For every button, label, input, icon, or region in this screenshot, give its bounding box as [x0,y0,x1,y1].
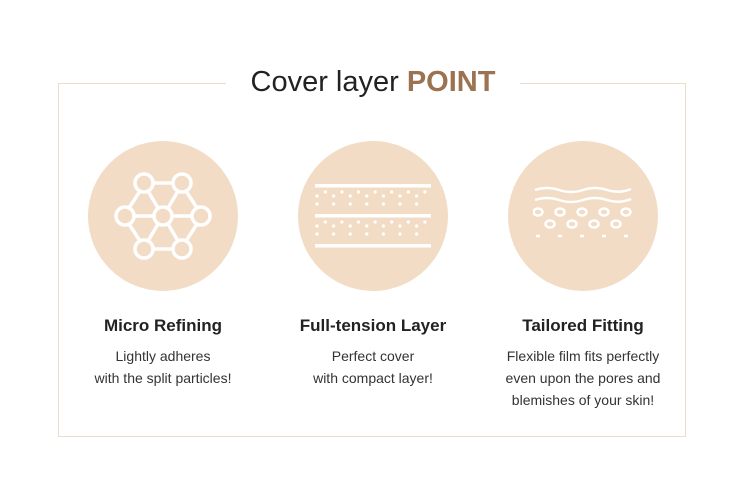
particle-dot [323,220,327,224]
feature-description: Perfect cover with compact layer! [313,348,433,386]
feature-icon-circle [88,141,238,291]
feature-micro-refining: Micro Refining Lightly adheres with the … [58,141,268,389]
pore [588,219,600,229]
feature-icon-circle [298,141,448,291]
particle-dot [398,194,402,198]
particle-dot [423,220,427,224]
particle-dot [315,224,319,228]
particle-dot [323,190,327,194]
particle-dot [398,232,402,236]
particle-dot [348,202,352,206]
pore [620,207,632,217]
pore [554,207,566,217]
particle-dot [315,232,319,236]
particle-dot [415,194,419,198]
particle-dot [365,232,369,236]
particle-dot [381,194,385,198]
particle-dot [373,220,377,224]
particle-dot [390,220,394,224]
particle-dot [365,194,369,198]
particle-dot [340,220,344,224]
molecule-icon [114,172,212,260]
feature-heading: Full-tension Layer [299,316,447,335]
feature-tailored-fitting: Tailored Fitting Flexible film fits perf… [478,141,688,411]
particle-dot [332,202,336,206]
feature-icon-circle [508,141,658,291]
pore [598,207,610,217]
particle-dot [315,194,319,198]
particle-dot [315,202,319,206]
feature-heading: Tailored Fitting [522,316,644,335]
particle-dot [356,220,361,224]
particle-dot [356,190,361,194]
particle-dot [332,194,336,198]
pore [544,219,556,229]
pore [533,207,544,217]
particle-dot [340,190,344,194]
particle-dot [348,224,352,228]
title-text: Cover layer [250,66,407,98]
particle-dot [406,190,410,194]
particle-dot [381,224,385,228]
particle-dot [415,232,419,236]
feature-description: Lightly adheres with the split particles… [94,348,232,386]
pore [576,207,588,217]
feature-heading: Micro Refining [103,316,223,335]
particle-dot [332,232,336,236]
pore [566,219,578,229]
title-accent: POINT [406,66,496,98]
particle-dot [390,190,394,194]
particle-dot [415,202,419,206]
particle-dot [406,220,410,224]
page-title: Cover layer POINT [226,60,520,104]
layers-icon [315,184,431,248]
particle-dot [348,232,352,236]
particle-dot [398,202,402,206]
particle-dot [381,232,385,236]
particle-dot [415,224,419,228]
feature-description: Flexible film fits perfectly even upon t… [505,348,661,408]
feature-full-tension-layer: Full-tension Layer Perfect cover with co… [268,141,478,389]
particle-dot [332,224,336,228]
particle-dot [365,202,369,206]
particle-dot [373,190,377,194]
particle-dot [348,194,352,198]
particle-dot [423,190,427,194]
particle-dot [398,224,402,228]
skin-pores-icon [533,186,632,238]
particle-dot [381,202,385,206]
particle-dot [365,224,369,228]
pore [610,219,622,229]
